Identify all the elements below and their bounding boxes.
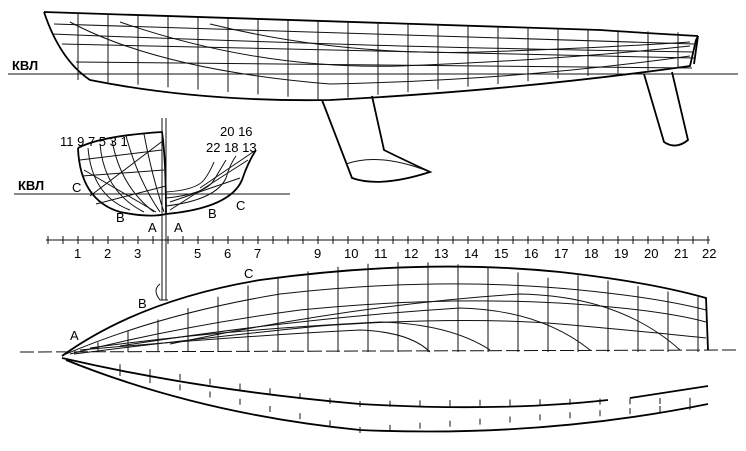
body-left-outline bbox=[77, 147, 167, 217]
station-label-9: 9 bbox=[314, 246, 321, 261]
body-left-diag-3 bbox=[95, 185, 167, 205]
body-right-diag-1 bbox=[169, 177, 241, 203]
station-label-5: 5 bbox=[194, 246, 201, 261]
station-label-22: 22 bbox=[702, 246, 716, 261]
station-label-10: 10 bbox=[344, 246, 358, 261]
plan-diagonal-4 bbox=[79, 329, 431, 353]
profile-grid-h3 bbox=[75, 61, 693, 69]
section-right-2 bbox=[165, 159, 227, 199]
point-b-left: B bbox=[116, 210, 125, 225]
body-plan-view: КВЛ 11 9 7 5 3 1 20 16 22 18 13 C B A A bbox=[14, 118, 290, 300]
station-label-12: 12 bbox=[404, 246, 418, 261]
station-label-16: 16 bbox=[524, 246, 538, 261]
station-label-3: 3 bbox=[134, 246, 141, 261]
station-label-2: 2 bbox=[104, 246, 111, 261]
station-label-19: 19 bbox=[614, 246, 628, 261]
section-left-5 bbox=[143, 133, 165, 213]
plan-label-c: C bbox=[244, 266, 253, 281]
point-a-right: A bbox=[174, 220, 183, 235]
plan-sheer-outline bbox=[61, 265, 709, 357]
rudder bbox=[643, 71, 690, 147]
section-right-3 bbox=[165, 161, 215, 193]
plan-label-b: B bbox=[138, 296, 147, 311]
station-label-6: 6 bbox=[224, 246, 231, 261]
station-label-17: 17 bbox=[554, 246, 568, 261]
bottom-ticks bbox=[119, 364, 691, 433]
body-right-outline bbox=[165, 149, 257, 215]
body-left-grid-2 bbox=[81, 169, 165, 177]
profile-transom bbox=[693, 35, 699, 65]
body-right-diag-3 bbox=[199, 149, 257, 189]
bottom-lines bbox=[61, 357, 709, 433]
station-label-18: 18 bbox=[584, 246, 598, 261]
section-left-4 bbox=[125, 135, 161, 213]
keel-bulb-line bbox=[345, 159, 431, 173]
plan-b-loop bbox=[155, 283, 168, 301]
profile-view: КВЛ bbox=[8, 11, 738, 183]
plan-stations bbox=[97, 262, 699, 352]
profile-waterline-2 bbox=[51, 33, 695, 53]
keel-fin bbox=[321, 95, 433, 183]
station-ticks bbox=[47, 236, 709, 244]
point-a-left: A bbox=[148, 220, 157, 235]
profile-buttock-1 bbox=[69, 21, 691, 85]
plan-waterline-1 bbox=[65, 283, 707, 355]
point-b-right: B bbox=[208, 206, 217, 221]
half-breadth-plan: A B C bbox=[19, 262, 741, 357]
body-right-diag-2 bbox=[169, 159, 249, 211]
waterline-label-top: КВЛ bbox=[12, 58, 38, 73]
body-right-station-numbers-top: 20 16 bbox=[220, 124, 253, 139]
profile-stations bbox=[77, 13, 679, 100]
section-right-1 bbox=[165, 155, 237, 207]
plan-diagonal-3 bbox=[169, 293, 681, 351]
waterline-label-body: КВЛ bbox=[18, 178, 44, 193]
station-label-15: 15 bbox=[494, 246, 508, 261]
station-label-20: 20 bbox=[644, 246, 658, 261]
point-c-left: C bbox=[72, 180, 81, 195]
plan-diagonal-2 bbox=[119, 307, 591, 351]
body-left-diag-1 bbox=[89, 139, 165, 197]
profile-grid-h2 bbox=[61, 43, 695, 59]
plan-waterline-2 bbox=[69, 300, 707, 355]
station-label-7: 7 bbox=[254, 246, 261, 261]
bottom-line-1 bbox=[61, 357, 709, 409]
body-left-diag-2 bbox=[83, 169, 157, 213]
profile-buttock-3 bbox=[209, 23, 691, 53]
plan-waterline-3 bbox=[73, 319, 707, 355]
station-label-13: 13 bbox=[434, 246, 448, 261]
body-left-grid-1 bbox=[79, 149, 163, 161]
body-right-station-numbers-mid: 22 18 13 bbox=[206, 140, 257, 155]
point-c-right: C bbox=[236, 198, 245, 213]
plan-label-a: A bbox=[70, 328, 79, 343]
bottom-line-2 bbox=[65, 359, 709, 433]
body-left-station-numbers: 11 9 7 5 3 1 bbox=[60, 134, 128, 149]
station-label-21: 21 bbox=[674, 246, 688, 261]
station-label-11: 11 bbox=[374, 246, 388, 261]
plan-diagonal-1 bbox=[89, 321, 491, 351]
station-label-14: 14 bbox=[464, 246, 478, 261]
profile-grid-h1 bbox=[53, 23, 695, 45]
plan-centerline bbox=[19, 349, 741, 353]
station-label-1: 1 bbox=[74, 246, 81, 261]
profile-sheer bbox=[43, 11, 699, 37]
section-left-2 bbox=[99, 143, 145, 213]
profile-bottom bbox=[43, 11, 699, 102]
